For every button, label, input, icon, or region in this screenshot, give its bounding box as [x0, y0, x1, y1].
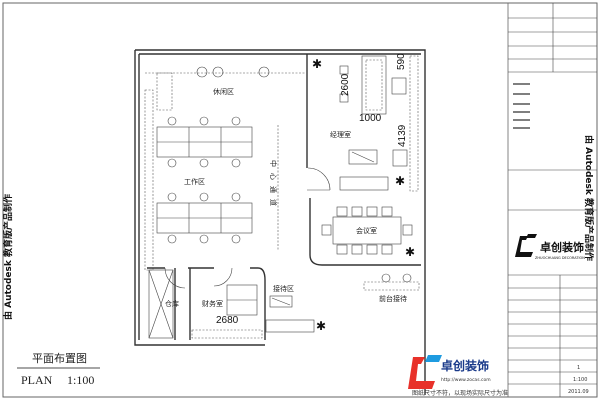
svg-text:✱: ✱: [395, 174, 405, 188]
title-block-logo-subtitle: ZHUOCHUANG DECORATION: [535, 256, 585, 260]
drawing-note: 图纸尺寸不符，以现场实际尺寸为准: [412, 389, 508, 397]
title-cn: 平面布置图: [32, 352, 87, 365]
title-block-logo-name: 卓创装饰: [540, 240, 584, 254]
svg-text:✱: ✱: [312, 57, 322, 71]
title-block-scale: 1:100: [573, 377, 587, 383]
label-work: 工作区: [184, 177, 205, 186]
plant-icons: ✱✱✱✱.: [312, 57, 415, 333]
label-leisure: 休闲区: [213, 87, 234, 96]
title-block-date: 2011.09: [568, 389, 589, 395]
label-front-desk: 前台接待: [379, 294, 407, 303]
title-block-sheet-no: 1: [577, 365, 580, 371]
front-desk: [363, 273, 420, 291]
dim-4139: 4139: [397, 124, 408, 147]
company-logo: 卓创装饰 http://www.zocas.com: [408, 355, 491, 389]
watermark-right: 由 Autodesk 教育版产品制作: [583, 135, 595, 261]
dim-2600: 2600: [340, 73, 351, 96]
title-scale: 1:100: [67, 373, 94, 387]
title-en: PLAN: [21, 373, 53, 387]
dim-2680: 2680: [216, 315, 239, 326]
logo-url: http://www.zocas.com: [441, 377, 491, 383]
dim-590: 590: [396, 53, 407, 70]
workstations: [156, 66, 279, 250]
outer-walls: [134, 49, 426, 395]
svg-text:✱: ✱: [316, 319, 326, 333]
dim-1000: 1000: [359, 113, 382, 124]
title-block: [508, 3, 597, 397]
label-reception: 接待区: [273, 284, 294, 293]
watermark-left: 由 Autodesk 教育版产品制作: [2, 194, 14, 320]
label-manager: 经理室: [330, 130, 351, 139]
logo-name: 卓创装饰: [441, 358, 489, 373]
svg-text:✱: ✱: [405, 245, 415, 259]
lower-rooms: [147, 267, 315, 340]
label-meeting: 会议室: [356, 226, 377, 235]
label-corridor: 中心通道: [269, 160, 278, 212]
meeting-room: [309, 198, 421, 266]
label-storage: 仓库: [165, 299, 179, 308]
manager-room-walls: [306, 54, 419, 192]
label-finance: 财务室: [202, 299, 223, 308]
